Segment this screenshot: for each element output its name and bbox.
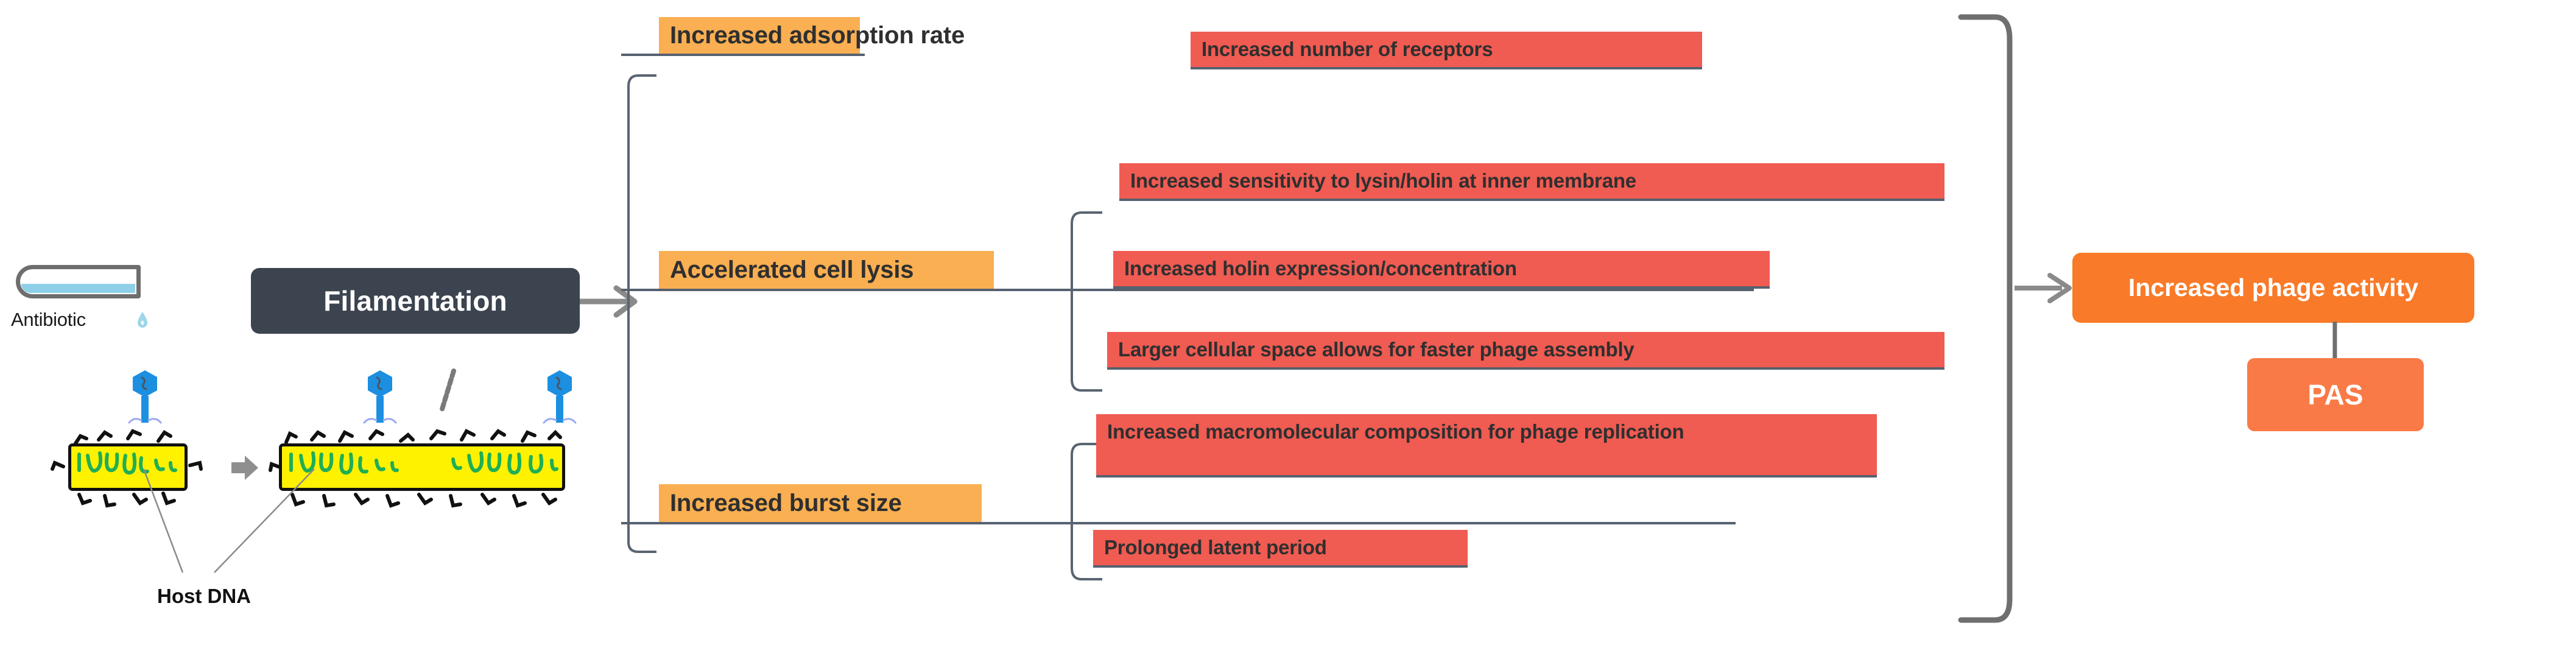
pili-icon [51,429,203,508]
detail-box-holin-expression[interactable]: Increased holin expression/concentration [1113,251,1770,286]
filamentation-label: Filamentation [323,285,507,317]
category-underline [621,289,1754,291]
bacteriophage-icon [363,370,397,424]
detail-label: Increased holin expression/concentration [1124,256,1517,280]
pili-icon [269,429,562,508]
host-dna-label: Host DNA [157,585,251,607]
test-tube-icon [16,265,141,298]
outcome-box-pas[interactable]: PAS [2247,358,2424,431]
host-dna-strand [451,451,558,475]
category-underline [621,522,1736,524]
detail-underline [1107,367,1944,370]
bacteriophage-icon [543,370,577,424]
tube-liquid [21,284,135,293]
lysis-detail-bracket [1071,211,1102,392]
detail-underline [1096,475,1877,478]
outcome-arrow-icon [2015,273,2072,303]
droplet-icon [138,312,147,328]
pas-connector-line [2332,322,2337,359]
category-box-burst[interactable]: Increased burst size [659,484,982,522]
detail-underline [1113,286,1770,289]
bacterium-small [51,420,219,518]
outcome-label: Increased phage activity [2128,273,2419,301]
transition-arrow-icon [231,456,258,480]
detail-underline [1119,199,1944,201]
category-label: Increased adsorption rate [670,21,965,49]
antibiotic-group: Antibiotic [11,253,169,362]
filamentation-arrow-icon [580,285,638,318]
detail-box-cellular-space[interactable]: Larger cellular space allows for faster … [1107,332,1944,367]
antibiotic-label: Antibiotic [11,309,86,330]
filamentation-box[interactable]: Filamentation [251,268,580,334]
category-box-adsorption[interactable]: Increased adsorption rate [659,17,965,54]
detail-label: Prolonged latent period [1104,535,1327,559]
detail-label: Increased sensitivity to lysin/holin at … [1130,169,1636,192]
detail-box-lysin-sensitivity[interactable]: Increased sensitivity to lysin/holin at … [1119,163,1944,199]
category-box-lysis[interactable]: Accelerated cell lysis [659,251,994,289]
host-dna-strand [289,451,399,475]
category-label: Increased burst size [670,489,902,516]
debris-icon [439,368,456,414]
detail-label: Increased number of receptors [1202,37,1493,60]
category-underline [621,54,865,56]
host-dna-strand [77,451,177,475]
outcome-grouping-bracket [1958,14,2013,623]
detail-underline [1191,67,1702,69]
main-category-bracket [627,74,656,553]
pas-label: PAS [2307,379,2363,411]
detail-label: Larger cellular space allows for faster … [1118,337,1635,361]
detail-label: Increased macromolecular composition for… [1107,420,1684,443]
cell-body [279,443,565,491]
detail-box-latent-period[interactable]: Prolonged latent period [1093,530,1468,565]
category-label: Accelerated cell lysis [670,256,914,283]
outcome-box-phage-activity[interactable]: Increased phage activity [2072,253,2474,323]
cell-body [68,443,188,491]
detail-box-receptors[interactable]: Increased number of receptors [1191,32,1702,67]
burst-detail-bracket [1071,443,1102,580]
bacterium-filamented [268,420,585,518]
detail-box-macromolecular[interactable]: Increased macromolecular composition for… [1096,414,1877,475]
detail-underline [1093,565,1468,568]
bacteriophage-icon [128,370,162,424]
